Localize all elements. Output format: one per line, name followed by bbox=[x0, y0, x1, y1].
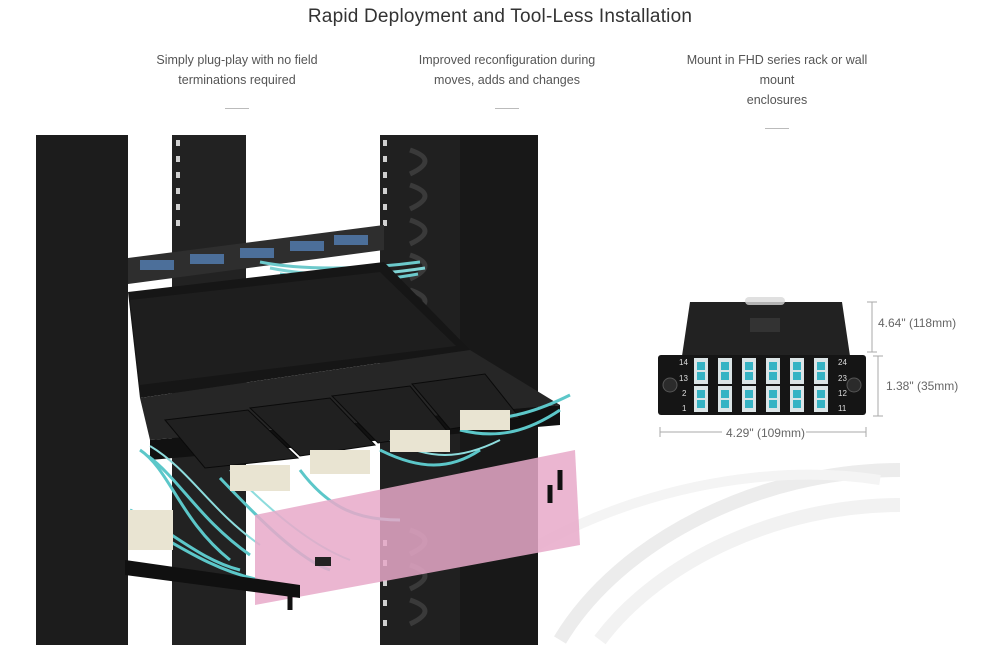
feature-text-line1: Simply plug-play with no field bbox=[156, 53, 318, 67]
cassette-faceplate bbox=[658, 355, 866, 415]
upper-patch-panel bbox=[128, 225, 426, 284]
port-label: 13 bbox=[679, 374, 688, 383]
page-title: Rapid Deployment and Tool-Less Installat… bbox=[307, 6, 693, 27]
depth-dimension-label: 4.64" (118mm) bbox=[878, 316, 956, 330]
feature-divider bbox=[495, 108, 519, 109]
port-label: 12 bbox=[838, 389, 847, 398]
front-cover-panel bbox=[255, 450, 580, 605]
feature-divider bbox=[225, 108, 249, 109]
port-label: 14 bbox=[679, 358, 688, 367]
enclosure bbox=[125, 262, 580, 610]
feature-text-line2: terminations required bbox=[178, 73, 296, 87]
port-label: 2 bbox=[682, 389, 687, 398]
rack-post-left-front bbox=[36, 135, 128, 645]
port-label: 1 bbox=[682, 404, 687, 413]
feature-text-line2: enclosures bbox=[746, 93, 808, 107]
feature-divider bbox=[765, 128, 789, 129]
feature-text-line1: Improved reconfiguration during bbox=[418, 53, 596, 67]
width-dimension-label: 4.29" (109mm) bbox=[726, 426, 805, 440]
feature-plug-play: Simply plug-play with no field terminati… bbox=[132, 50, 342, 109]
port-label: 11 bbox=[838, 404, 847, 413]
feature-text-line1: Mount in FHD series rack or wall mount bbox=[686, 53, 868, 87]
cassette-module: 14 13 2 1 24 23 12 11 4.64" (118mm) 1.38… bbox=[658, 297, 958, 440]
port-label: 23 bbox=[838, 374, 847, 383]
feature-reconfiguration: Improved reconfiguration during moves, a… bbox=[402, 50, 612, 109]
port-grid bbox=[694, 358, 828, 412]
height-dimension-label: 1.38" (35mm) bbox=[886, 379, 958, 393]
feature-rack-mount: Mount in FHD series rack or wall mount e… bbox=[672, 50, 882, 129]
port-label: 24 bbox=[838, 358, 847, 367]
feature-text-line2: moves, adds and changes bbox=[434, 73, 580, 87]
